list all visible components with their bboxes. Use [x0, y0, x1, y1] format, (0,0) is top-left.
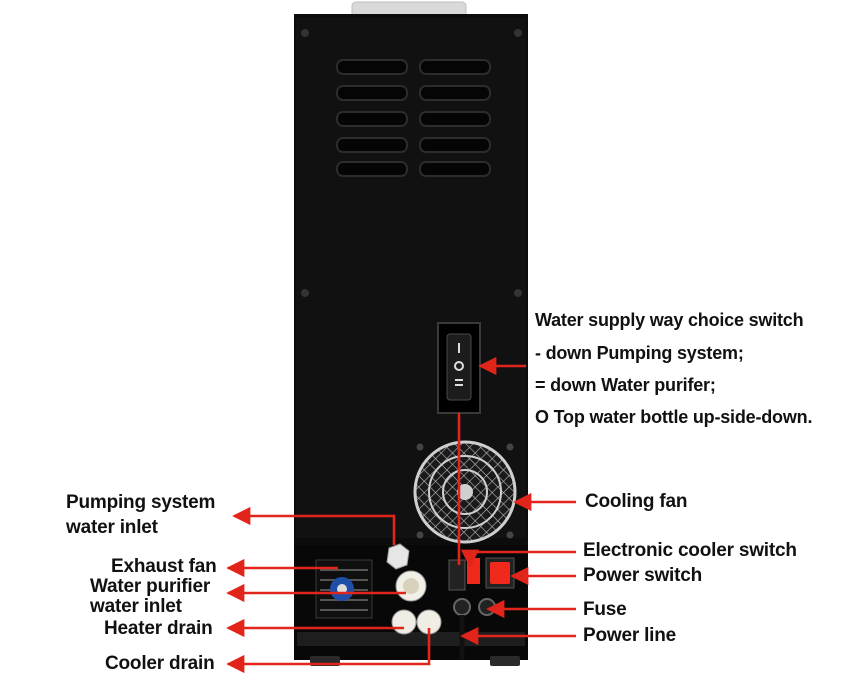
- pumping-inlet-fitting: [386, 543, 410, 570]
- supply-switch-rocker: [446, 333, 472, 401]
- screw-icon: [301, 289, 309, 297]
- screw-icon: [416, 531, 424, 539]
- power-switch-label: Power switch: [583, 565, 703, 586]
- electronic-cooler-switch-body: [448, 559, 466, 591]
- heater-drain-label: Heater drain: [104, 618, 213, 639]
- screw-icon: [301, 29, 309, 37]
- supply-switch-option-pumping: - down Pumping system;: [535, 343, 744, 363]
- screw-icon: [506, 443, 514, 451]
- foot: [490, 656, 520, 666]
- screw-icon: [514, 29, 522, 37]
- pumping-inlet-label-line1: Pumping system: [66, 492, 216, 513]
- vent-slots: [336, 59, 491, 177]
- supply-switch-title: Water supply way choice switch: [535, 310, 804, 330]
- power-switch-rocker: [490, 562, 510, 584]
- supply-switch-option-bottle: O Top water bottle up-side-down.: [535, 407, 813, 427]
- purifier-inlet-label-line1: Water purifier: [90, 576, 211, 597]
- screw-icon: [506, 531, 514, 539]
- supply-switch-option-purifier: = down Water purifer;: [535, 375, 716, 395]
- screw-icon: [514, 289, 522, 297]
- power-line-label: Power line: [583, 625, 677, 646]
- screw-icon: [416, 443, 424, 451]
- pumping-inlet-label-line2: water inlet: [66, 517, 158, 538]
- power-socket: [478, 598, 496, 616]
- annotation-arrows: [226, 356, 576, 674]
- exhaust-fan-label: Exhaust fan: [111, 556, 217, 577]
- purifier-inlet-label-line2: water inlet: [90, 596, 182, 617]
- cooler-drain-label: Cooler drain: [105, 653, 215, 674]
- fuse-holder: [453, 598, 471, 616]
- heater-drain-fitting: [391, 609, 417, 635]
- cooling-fan-label: Cooling fan: [585, 491, 688, 512]
- fuse-label: Fuse: [583, 599, 627, 620]
- electronic-cooler-switch-label: Electronic cooler switch: [583, 540, 797, 561]
